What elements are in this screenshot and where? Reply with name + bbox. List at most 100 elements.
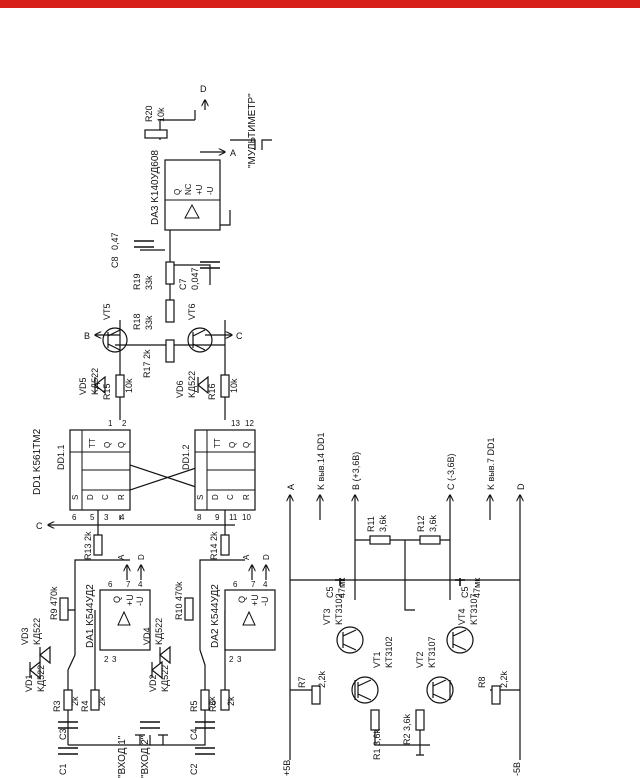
svg-text:33k: 33k <box>144 275 154 290</box>
svg-text:VT1: VT1 <box>372 651 382 668</box>
svg-text:VD3: VD3 <box>20 627 30 645</box>
svg-text:2k: 2k <box>97 696 107 706</box>
top-resistor-labels: R3 2k R4 2k R5 2k R6 2k R9 470k R10 470k… <box>49 105 239 712</box>
svg-text:9: 9 <box>215 513 220 522</box>
svg-text:-5B: -5B <box>512 762 522 776</box>
svg-text:-U: -U <box>260 597 270 607</box>
svg-text:D: D <box>516 483 526 490</box>
svg-text:R9 470k: R9 470k <box>49 586 59 620</box>
svg-text:D: D <box>262 554 271 560</box>
svg-text:R: R <box>242 494 251 500</box>
svg-text:Q: Q <box>117 442 126 448</box>
svg-text:DD1 K561TM2: DD1 K561TM2 <box>32 428 43 495</box>
svg-text:R14 2k: R14 2k <box>209 531 219 560</box>
svg-text:4: 4 <box>120 513 125 522</box>
svg-text:8: 8 <box>197 513 202 522</box>
svg-text:A: A <box>117 554 126 560</box>
svg-text:K выв.14 DD1: K выв.14 DD1 <box>316 432 326 490</box>
svg-text:B: B <box>84 331 90 341</box>
psu-net-arrows <box>290 495 520 520</box>
svg-text:VT4: VT4 <box>457 608 467 625</box>
svg-text:VT5: VT5 <box>102 303 112 320</box>
svg-text:Q: Q <box>112 596 122 603</box>
top-capacitor-labels: C1 C3 C2 C4 C8 0,47 C7 0,047 <box>58 232 200 775</box>
svg-text:5: 5 <box>90 513 95 522</box>
svg-text:R20: R20 <box>144 105 154 122</box>
svg-text:D: D <box>137 554 146 560</box>
svg-text:R19: R19 <box>132 273 142 290</box>
svg-text:Q: Q <box>173 189 182 195</box>
svg-text:"МУЛЬТИМЕТР": "МУЛЬТИМЕТР" <box>247 93 258 168</box>
dd1-2-flip-flop: S D C R TT Q Q DD1.2 8 9 11 10 13 12 <box>181 419 256 522</box>
svg-text:11: 11 <box>229 513 238 522</box>
svg-text:+U: +U <box>195 184 204 195</box>
vt5-vt6-net-arrows: B C <box>84 331 243 341</box>
svg-text:VD1: VD1 <box>24 674 34 692</box>
svg-text:10k: 10k <box>229 378 239 393</box>
psu-transistor-labels: VT3 KT3102 VT4 KT3107 VT1 KT3102 VT2 KT3… <box>322 593 479 668</box>
svg-text:12: 12 <box>245 419 254 428</box>
svg-text:C: C <box>226 494 235 500</box>
svg-text:Q: Q <box>103 442 112 448</box>
psu-transistors <box>336 626 474 704</box>
svg-text:KД522: KД522 <box>36 665 46 692</box>
svg-text:TT: TT <box>88 438 97 448</box>
svg-text:VT3: VT3 <box>322 608 332 625</box>
svg-text:KД522: KД522 <box>187 371 197 398</box>
da3-op-amp: Q NC +U -U DA3 K140УД608 <box>150 150 221 231</box>
dd1-1-flip-flop: S D C R TT Q Q DD1.1 DD1 K561TM2 6 5 3 4… <box>32 419 131 522</box>
svg-text:2,2k: 2,2k <box>317 670 327 688</box>
svg-text:R8: R8 <box>477 676 487 688</box>
svg-text:R3: R3 <box>52 700 62 712</box>
svg-text:VD5: VD5 <box>78 377 88 395</box>
svg-text:0,047: 0,047 <box>190 267 200 290</box>
svg-text:7: 7 <box>251 580 256 589</box>
vt5-vt6-labels: VT5 VT6 <box>102 303 197 320</box>
da3-power-arrows: A D <box>200 84 236 158</box>
svg-text:KД522: KД522 <box>160 665 170 692</box>
psu-resistors <box>311 535 501 731</box>
svg-text:C3: C3 <box>58 728 68 740</box>
svg-text:R18: R18 <box>132 313 142 330</box>
svg-text:R15: R15 <box>102 383 112 400</box>
svg-text:VT2: VT2 <box>415 651 425 668</box>
svg-text:6: 6 <box>72 513 77 522</box>
svg-text:2,2k: 2,2k <box>499 670 509 688</box>
svg-text:C (-3,6B): C (-3,6B) <box>446 453 456 490</box>
svg-text:10k: 10k <box>156 107 166 122</box>
vt5-vt6-transistors <box>102 327 213 353</box>
svg-text:R5: R5 <box>189 700 199 712</box>
svg-text:4: 4 <box>263 580 268 589</box>
svg-text:0,47: 0,47 <box>110 232 120 250</box>
svg-text:DA1 K544УД2: DA1 K544УД2 <box>85 584 96 648</box>
svg-text:3,6k: 3,6k <box>428 514 438 532</box>
svg-text:+U: +U <box>250 594 260 606</box>
psu-net-labels: A K выв.14 DD1 B (+3,6B) C (-3,6B) K выв… <box>282 432 526 776</box>
svg-text:R: R <box>117 494 126 500</box>
svg-text:B (+3,6B): B (+3,6B) <box>351 452 361 490</box>
svg-text:2: 2 <box>229 655 234 664</box>
svg-text:Q: Q <box>228 442 237 448</box>
svg-text:-U: -U <box>135 597 145 607</box>
svg-text:K выв.7 DD1: K выв.7 DD1 <box>486 437 496 490</box>
svg-text:3: 3 <box>112 655 117 664</box>
svg-text:C: C <box>36 521 43 531</box>
svg-text:S: S <box>196 495 205 500</box>
svg-text:KД522: KД522 <box>32 618 42 645</box>
svg-text:2: 2 <box>104 655 109 664</box>
svg-text:Q: Q <box>237 596 247 603</box>
da2-power-arrows: A D <box>242 554 271 580</box>
psu-capacitor-labels: C5 47мк C5 47мк <box>325 578 482 598</box>
svg-text:R2 3,6k: R2 3,6k <box>402 713 412 745</box>
svg-text:D: D <box>211 494 220 500</box>
svg-text:TT: TT <box>213 438 222 448</box>
svg-text:"ВХОД 2": "ВХОД 2" <box>140 735 151 778</box>
svg-text:R10 470k: R10 470k <box>174 581 184 620</box>
svg-text:R6: R6 <box>208 700 218 712</box>
svg-text:R17 2k: R17 2k <box>142 349 152 378</box>
svg-text:KД522: KД522 <box>154 618 164 645</box>
svg-text:"ВХОД 1": "ВХОД 1" <box>117 735 128 778</box>
dd1-c-net: C <box>36 521 70 531</box>
svg-text:47мк: 47мк <box>472 578 482 598</box>
